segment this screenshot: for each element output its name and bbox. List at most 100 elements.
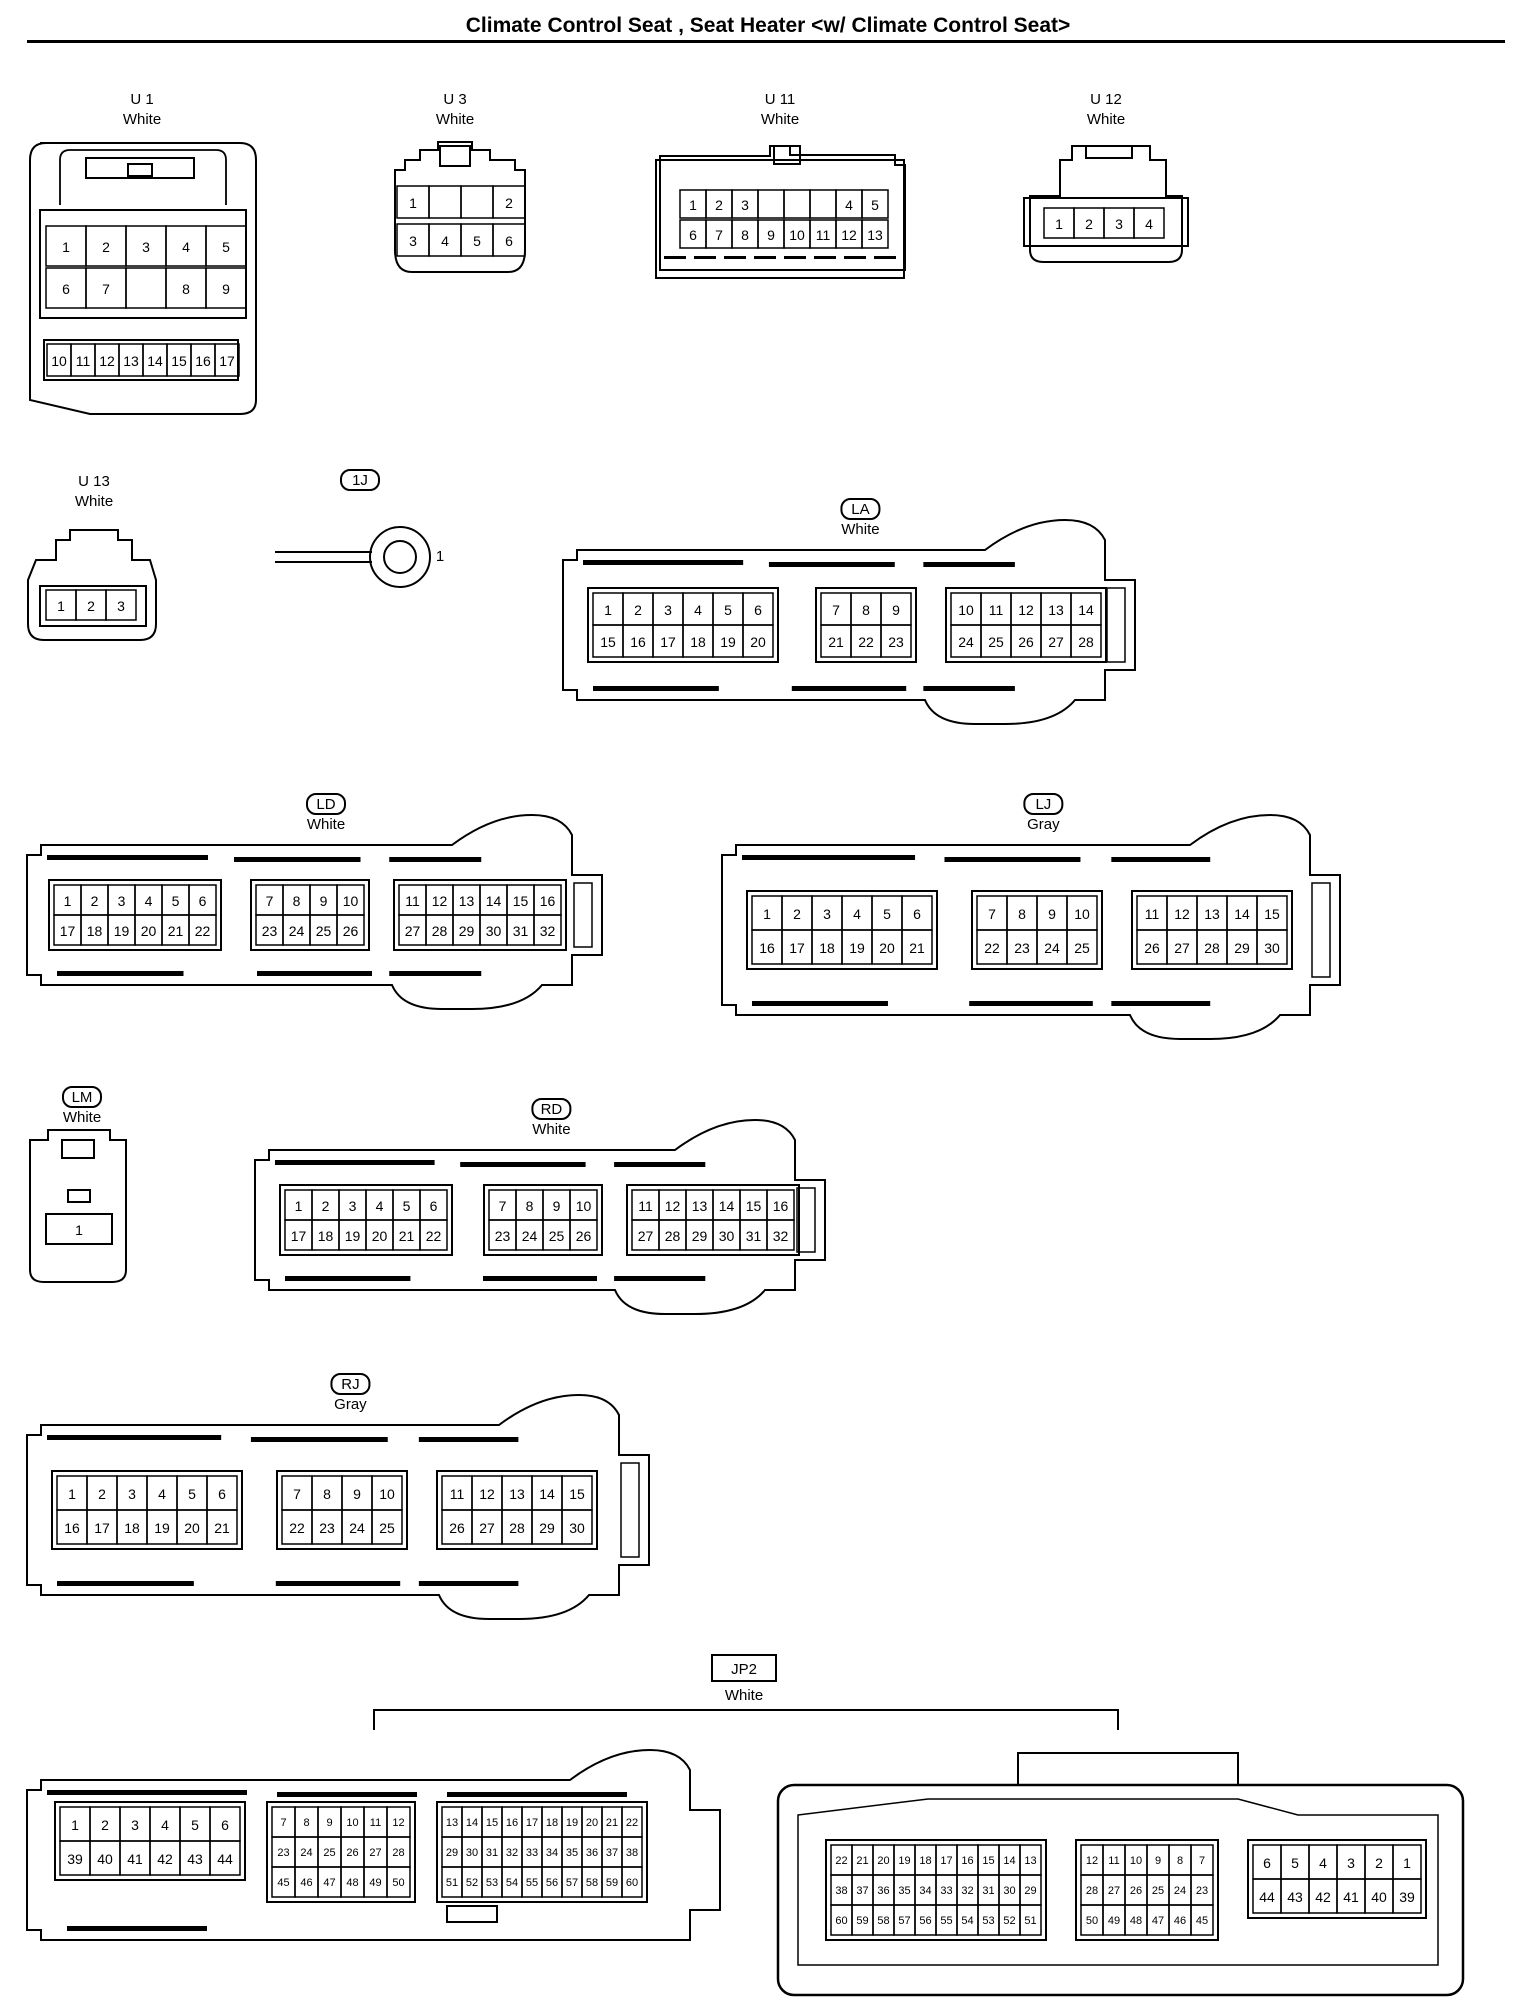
pin-number: 27 xyxy=(369,1847,381,1859)
latch-bar xyxy=(234,857,361,862)
pin-number: 4 xyxy=(182,239,190,255)
pin-number: 10 xyxy=(379,1486,395,1502)
pin-number: 29 xyxy=(1024,1885,1036,1897)
pin-number: 5 xyxy=(871,197,879,213)
pin-number: 48 xyxy=(346,1877,358,1889)
pin-number: 2 xyxy=(634,602,642,618)
pin-number: 27 xyxy=(1174,940,1190,956)
pin-number: 16 xyxy=(506,1817,518,1829)
pin-number: 21 xyxy=(606,1817,618,1829)
connector-name: U 3 xyxy=(443,91,466,108)
pin-cell xyxy=(386,1866,411,1898)
pin-number: 14 xyxy=(539,1486,555,1502)
pin-number: 8 xyxy=(182,281,190,297)
pin-number: 19 xyxy=(566,1817,578,1829)
pin-number: 16 xyxy=(759,940,775,956)
pin-number: 8 xyxy=(293,893,301,909)
title-rule xyxy=(27,40,1505,43)
pin-number: 15 xyxy=(1264,906,1280,922)
pin-number: 29 xyxy=(1234,940,1250,956)
latch-bar xyxy=(724,256,746,259)
pin-number: 6 xyxy=(754,602,762,618)
pin-number: 6 xyxy=(689,227,697,243)
pin-number: 23 xyxy=(1014,940,1030,956)
pin-number: 47 xyxy=(1152,1915,1164,1927)
pin-number: 13 xyxy=(459,893,475,909)
pin-number: 19 xyxy=(345,1228,361,1244)
pin-cell xyxy=(1066,929,1098,965)
pin-number: 43 xyxy=(1287,1889,1303,1905)
pin-number: 16 xyxy=(540,893,556,909)
connector-color: White xyxy=(63,1109,101,1126)
pin-number: 26 xyxy=(449,1520,465,1536)
latch xyxy=(85,157,195,179)
pin-number: 22 xyxy=(626,1817,638,1829)
pin-number: 21 xyxy=(909,940,925,956)
pin-number: 33 xyxy=(526,1847,538,1859)
latch-bar xyxy=(844,256,866,259)
connector-name: 1J xyxy=(352,472,368,489)
pin-number: 41 xyxy=(127,1851,143,1867)
latch-bar xyxy=(583,560,744,565)
pin-number: 1 xyxy=(64,893,72,909)
pin-number: 40 xyxy=(97,1851,113,1867)
pin-number: 10 xyxy=(576,1198,592,1214)
pin-number: 11 xyxy=(1108,1855,1119,1867)
connector-name: U 1 xyxy=(130,91,153,108)
pin-number: 30 xyxy=(486,923,502,939)
pin-number: 17 xyxy=(789,940,805,956)
pin-number: 17 xyxy=(60,923,76,939)
connector-tag xyxy=(306,793,346,815)
pin-number: 7 xyxy=(293,1486,301,1502)
pin-number: 1 xyxy=(604,602,612,618)
pin-cell xyxy=(861,189,889,219)
pin-number: 53 xyxy=(982,1915,994,1927)
pin-number: 38 xyxy=(835,1885,847,1897)
connector-color: White xyxy=(761,111,799,128)
pin-number: 9 xyxy=(1048,906,1056,922)
pin-number: 24 xyxy=(1044,940,1060,956)
latch-bar xyxy=(275,1160,435,1165)
pin-number: 12 xyxy=(432,893,448,909)
pin-number: 33 xyxy=(940,1885,952,1897)
connector-color: White xyxy=(436,111,474,128)
pin-number: 3 xyxy=(1115,216,1123,232)
housing-outline xyxy=(796,1187,816,1253)
pin-number: 12 xyxy=(841,227,857,243)
pin-number: 8 xyxy=(862,602,870,618)
pin-number: 5 xyxy=(191,1817,199,1833)
pin-number: 43 xyxy=(187,1851,203,1867)
pin-number: 12 xyxy=(479,1486,495,1502)
pin-number: 26 xyxy=(346,1847,358,1859)
latch-bar xyxy=(389,857,482,862)
pin-number: 29 xyxy=(459,923,475,939)
pin-number: 23 xyxy=(262,923,278,939)
pin-number: 6 xyxy=(221,1817,229,1833)
pin-number: 16 xyxy=(195,353,211,369)
pin-block xyxy=(43,339,239,381)
pin-cell xyxy=(1070,624,1102,658)
connector-name: U 13 xyxy=(78,473,110,490)
housing-outline xyxy=(29,1129,127,1283)
pin-number: 58 xyxy=(877,1915,889,1927)
pin-number: 24 xyxy=(1174,1885,1186,1897)
housing-outline xyxy=(659,145,906,271)
pin-number: 26 xyxy=(1144,940,1160,956)
pin-number: 10 xyxy=(346,1817,358,1829)
pin-number: 4 xyxy=(1319,1855,1327,1871)
pin-number: 54 xyxy=(961,1915,973,1927)
pin-number: 5 xyxy=(403,1198,411,1214)
pin-cell xyxy=(880,624,912,658)
housing-outline xyxy=(1029,145,1183,263)
pin-number: 25 xyxy=(316,923,332,939)
pin-number: 13 xyxy=(1024,1855,1036,1867)
latch-bar xyxy=(418,1581,519,1586)
pin-number: 48 xyxy=(1130,1915,1142,1927)
pin-block xyxy=(971,890,1103,970)
pin-number: 37 xyxy=(856,1885,868,1897)
pin-block xyxy=(436,1470,598,1550)
connector-color: White xyxy=(725,1687,763,1704)
pin-cell xyxy=(742,624,774,658)
